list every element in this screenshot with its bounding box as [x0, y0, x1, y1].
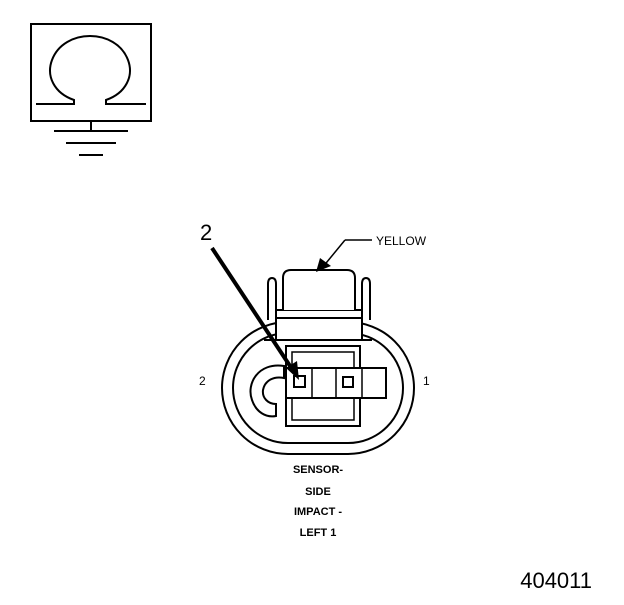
callout-number: 2	[200, 220, 212, 245]
ground-icon	[54, 121, 128, 156]
wire-color-label: YELLOW	[376, 234, 427, 248]
terminal-cavity-2	[293, 375, 306, 388]
ohmmeter-icon	[30, 23, 152, 122]
caption-line: SIDE	[305, 486, 331, 498]
probe-arrowhead	[286, 361, 299, 380]
caption-line: LEFT 1	[300, 527, 337, 539]
connector-body	[221, 269, 415, 455]
terminal-cavity-1	[342, 376, 354, 388]
omega-glyph	[36, 34, 146, 105]
caption-line: SENSOR-	[293, 464, 343, 476]
caption-line: IMPACT -	[294, 506, 342, 518]
leader-arrowhead	[316, 258, 331, 272]
pin-label-right: 1	[423, 374, 430, 388]
pin-label-left: 2	[199, 374, 206, 388]
left-post	[267, 276, 277, 320]
connector-caption: SENSOR- SIDE IMPACT - LEFT 1	[293, 464, 343, 539]
probe-arrow	[210, 246, 299, 380]
connector-cap	[282, 269, 356, 310]
right-post	[361, 276, 371, 320]
lock-tab-frame	[275, 309, 363, 340]
figure-number: 404011	[520, 568, 592, 593]
keyway	[249, 364, 285, 418]
ohmmeter-frame	[30, 23, 152, 122]
wire-color-leader	[316, 239, 372, 272]
